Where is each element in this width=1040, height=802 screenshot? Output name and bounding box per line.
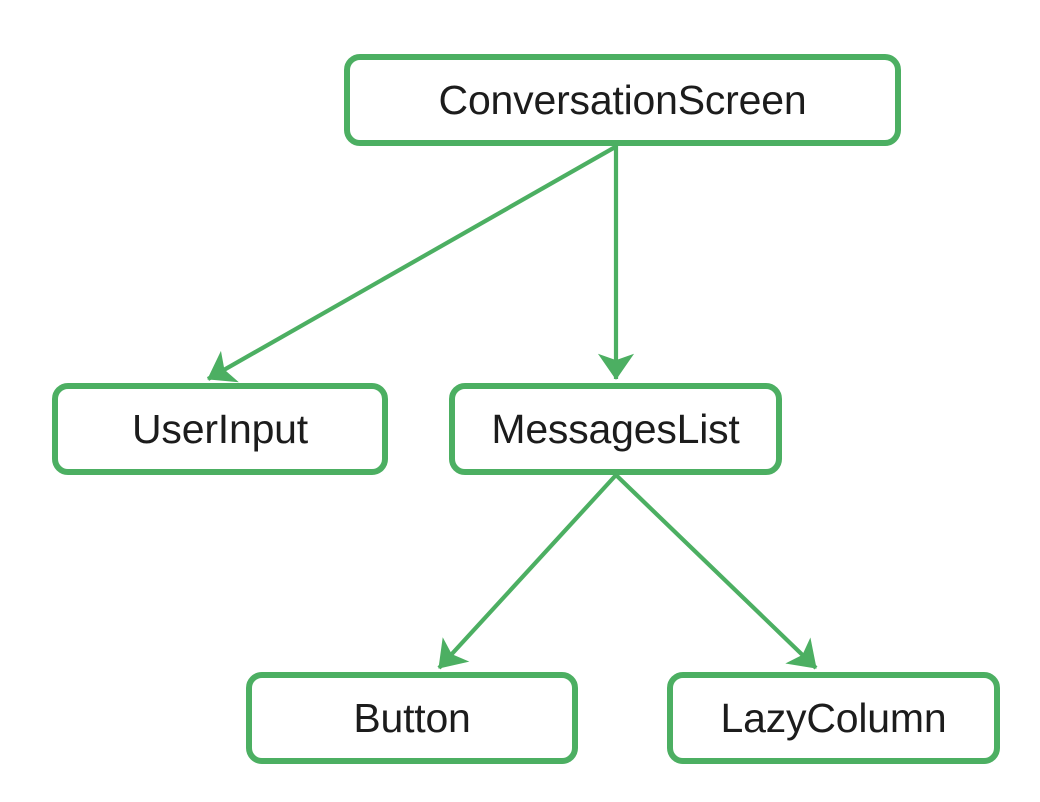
node-label: LazyColumn	[720, 694, 947, 741]
edge-messageslist-lazycolumn	[614, 473, 818, 670]
node-button[interactable]: Button	[246, 672, 578, 764]
node-label: UserInput	[132, 405, 308, 452]
node-label: Button	[353, 694, 471, 741]
edge-messageslist-button	[437, 473, 618, 670]
node-conversationscreen[interactable]: ConversationScreen	[344, 54, 901, 146]
node-messageslist[interactable]: MessagesList	[449, 383, 782, 475]
node-label: ConversationScreen	[438, 76, 807, 123]
edge-conversationscreen-userinput	[206, 144, 619, 383]
node-lazycolumn[interactable]: LazyColumn	[667, 672, 1000, 764]
node-label: MessagesList	[491, 405, 740, 452]
node-userinput[interactable]: UserInput	[52, 383, 388, 475]
